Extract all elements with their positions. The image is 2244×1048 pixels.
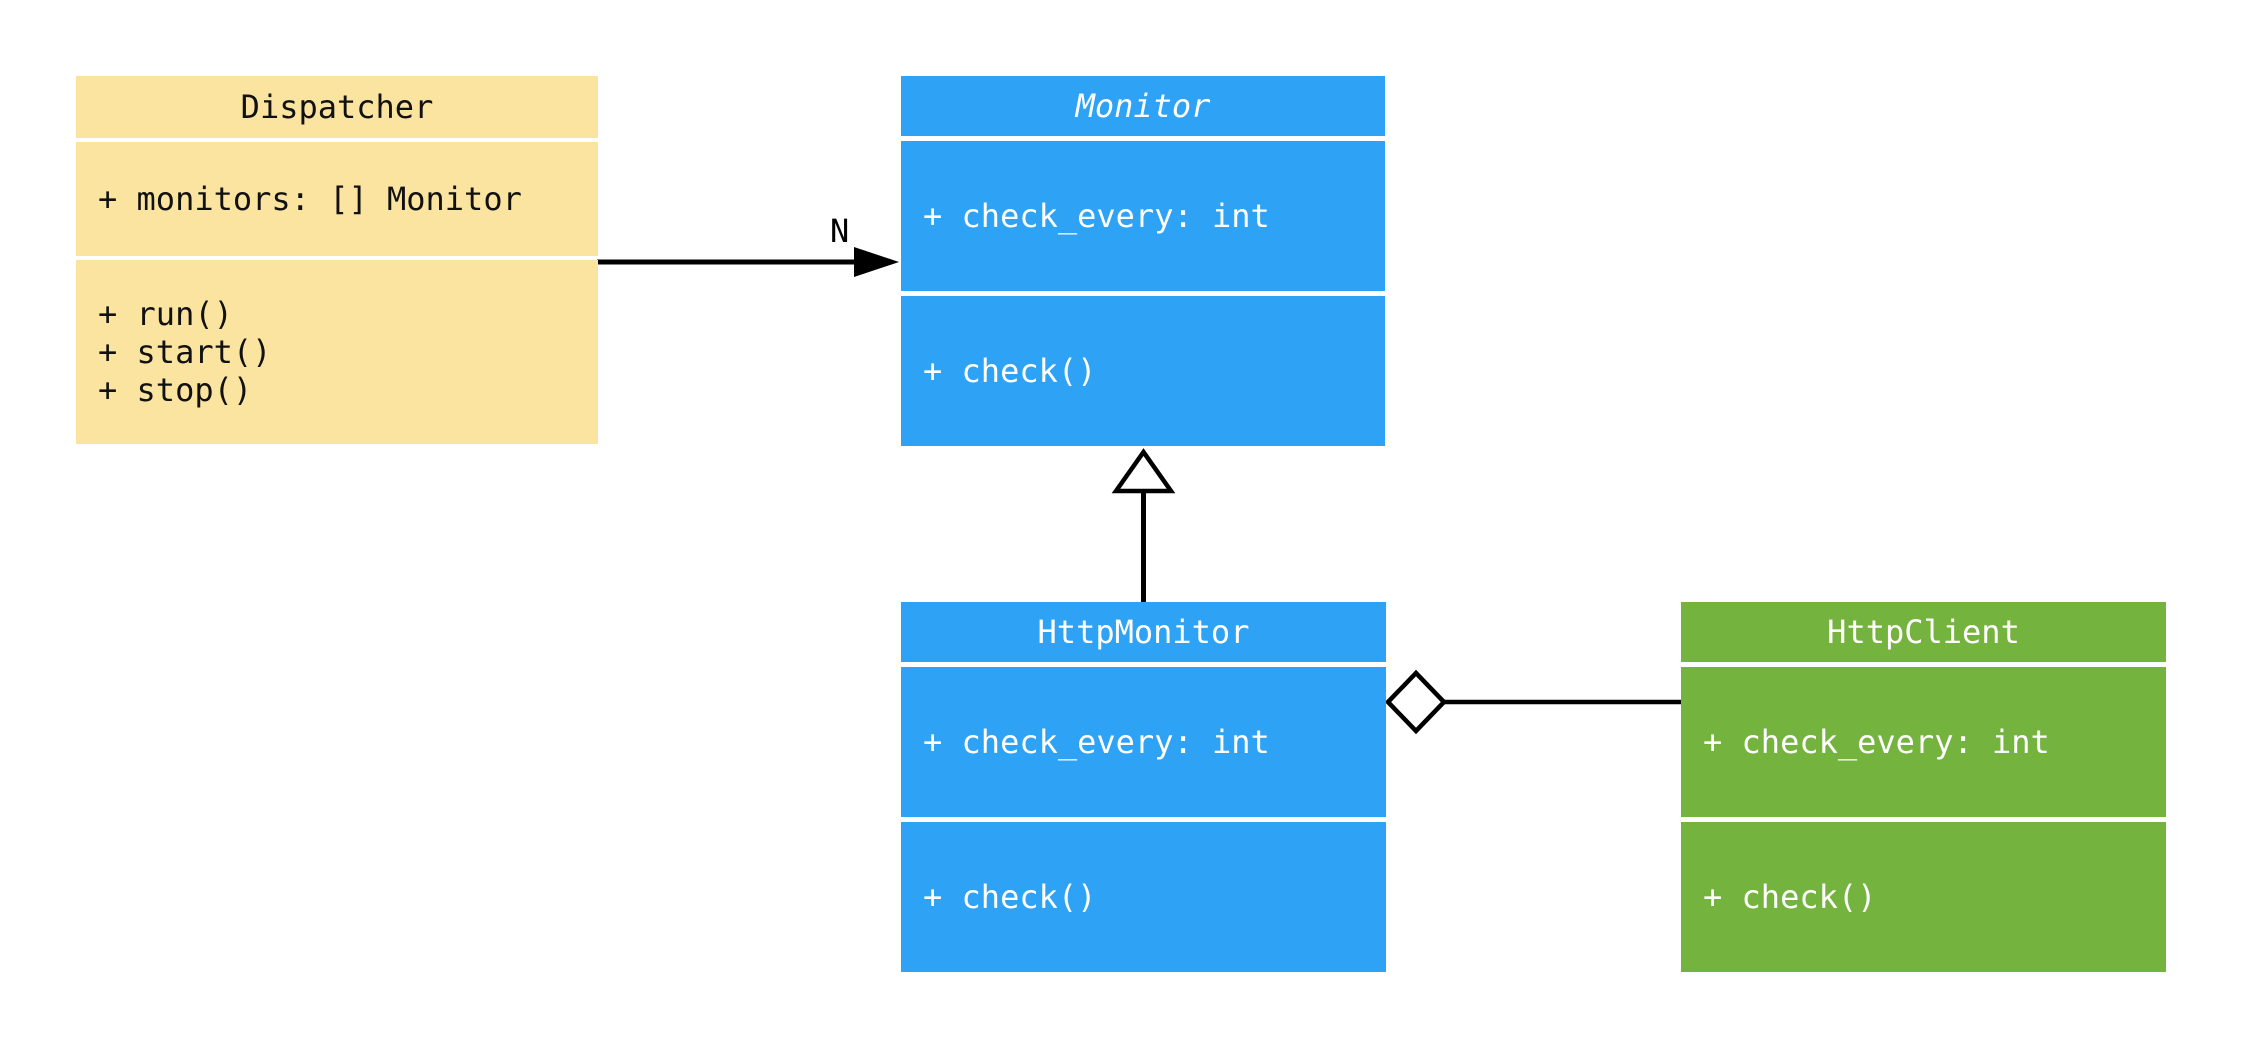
class-attributes: + check_every: int xyxy=(1681,667,2166,817)
method-line: + run() xyxy=(98,295,233,333)
class-methods: + run() + start() + stop() xyxy=(76,260,598,444)
method-line: + check() xyxy=(923,878,1097,916)
attribute-line: + check_every: int xyxy=(1703,723,2050,761)
method-line: + stop() xyxy=(98,371,253,409)
association-arrowhead-icon xyxy=(854,247,899,277)
class-methods: + check() xyxy=(1681,822,2166,972)
class-title: Monitor xyxy=(901,76,1385,136)
method-line: + check() xyxy=(1703,878,1877,916)
aggregation-diamond-icon xyxy=(1384,669,1448,735)
class-attributes: + monitors: [] Monitor xyxy=(76,142,598,256)
class-title: Dispatcher xyxy=(76,76,598,138)
class-attributes: + check_every: int xyxy=(901,141,1385,291)
attribute-line: + check_every: int xyxy=(923,723,1270,761)
class-title: HttpMonitor xyxy=(901,602,1386,662)
class-box-dispatcher: Dispatcher + monitors: [] Monitor + run(… xyxy=(76,76,598,444)
class-methods: + check() xyxy=(901,822,1386,972)
class-box-monitor: Monitor + check_every: int + check() xyxy=(901,76,1385,446)
class-attributes: + check_every: int xyxy=(901,667,1386,817)
class-methods: + check() xyxy=(901,296,1385,446)
class-box-httpclient: HttpClient + check_every: int + check() xyxy=(1681,602,2166,972)
method-line: + start() xyxy=(98,333,272,371)
generalization-arrowhead-icon xyxy=(1111,448,1176,494)
attribute-line: + check_every: int xyxy=(923,197,1270,235)
attribute-line: + monitors: [] Monitor xyxy=(98,180,522,218)
method-line: + check() xyxy=(923,352,1097,390)
class-box-httpmonitor: HttpMonitor + check_every: int + check() xyxy=(901,602,1386,972)
class-title: HttpClient xyxy=(1681,602,2166,662)
association-multiplicity-label: N xyxy=(830,212,850,250)
